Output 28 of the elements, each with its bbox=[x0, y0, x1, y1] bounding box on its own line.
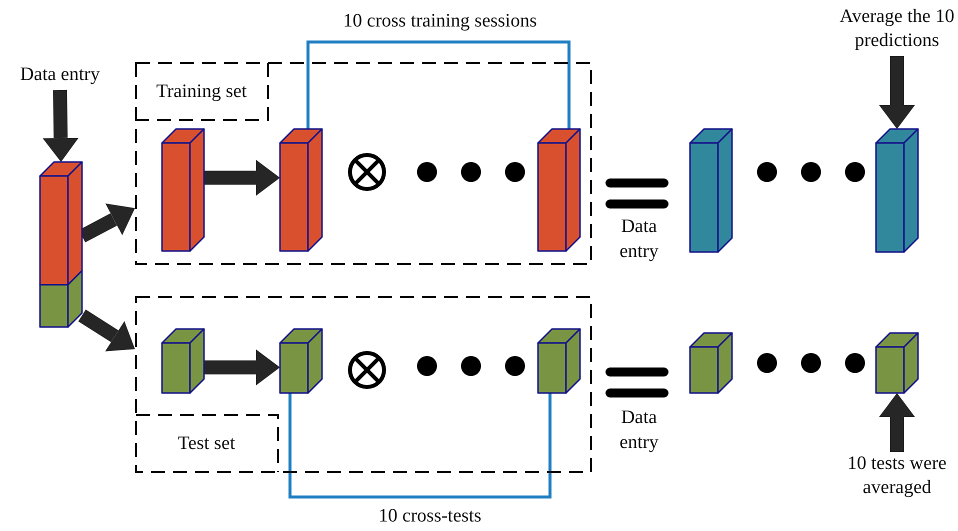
group-title: Test set bbox=[176, 432, 236, 456]
bracket-line bbox=[288, 393, 552, 498]
dashed-group-box bbox=[135, 296, 592, 473]
data-block bbox=[40, 162, 82, 327]
block-arrow bbox=[879, 393, 915, 452]
data-block bbox=[690, 333, 732, 393]
dashed-group-box bbox=[135, 62, 592, 265]
block-arrow bbox=[879, 56, 915, 129]
data-block bbox=[876, 129, 918, 252]
data-block bbox=[280, 329, 322, 393]
block-arrow bbox=[204, 160, 280, 196]
data-block bbox=[876, 333, 918, 393]
bracket-line bbox=[306, 40, 570, 129]
block-arrow bbox=[42, 90, 79, 162]
annotation-text: Data entry bbox=[5, 60, 115, 90]
annotation-text: Data entry bbox=[618, 406, 660, 455]
data-block bbox=[162, 329, 204, 393]
data-block bbox=[538, 129, 580, 251]
data-block bbox=[538, 329, 580, 393]
data-block bbox=[690, 129, 732, 252]
data-block bbox=[280, 129, 322, 251]
block-arrow bbox=[78, 310, 135, 352]
data-block bbox=[162, 129, 204, 251]
annotation-text: 10 tests were averaged bbox=[832, 452, 958, 500]
annotation-text: Data entry bbox=[618, 215, 660, 264]
block-arrow bbox=[204, 349, 280, 386]
group-title: Training set bbox=[155, 80, 248, 104]
annotation-text: Average the 10 predictions bbox=[836, 2, 958, 56]
